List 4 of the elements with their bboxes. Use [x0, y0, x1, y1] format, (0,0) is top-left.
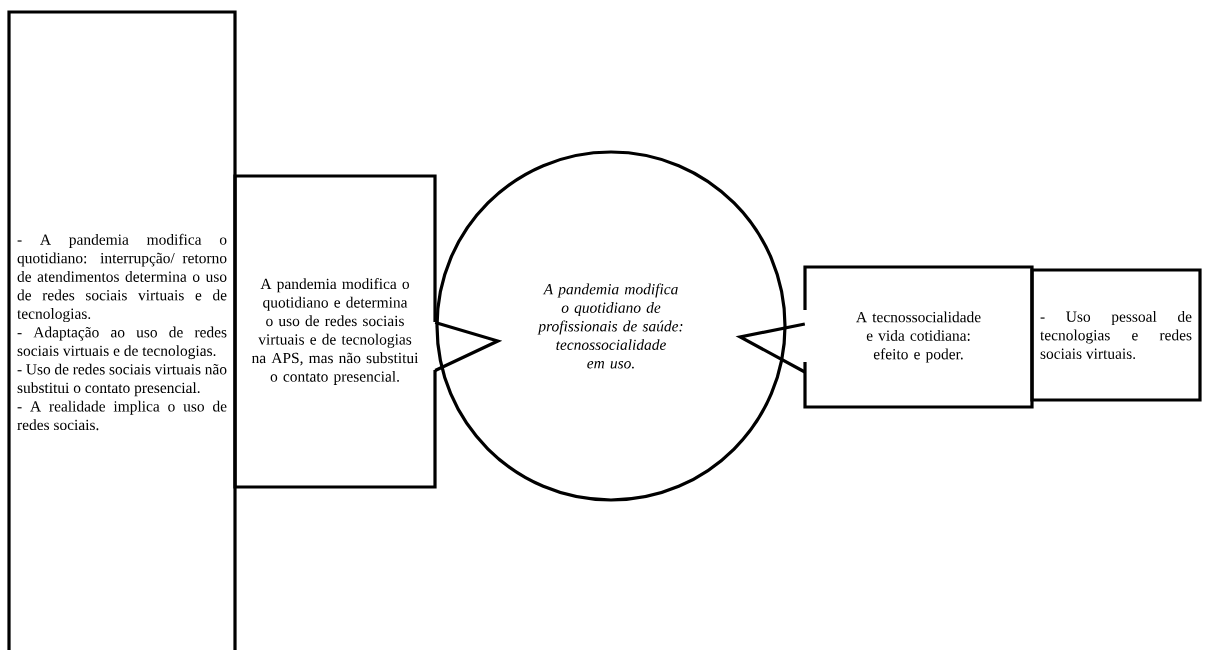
text-box: A tecnossocialidade e vida cotidiana: efeito e poder. — [803, 265, 1034, 409]
text-box: A pandemia modifica o quotidiano e determina o uso de redes sociais virtuais e de tecnologias na APS, mas não substitui o contato presencial. — [233, 174, 437, 489]
text-box: - Uso pessoal de tecnologias e redes sociais virtuais. — [1030, 268, 1202, 402]
text-box: - A pandemia modifica o quotidiano: interrupção/ retorno de atendimentos determina o uso de redes sociais virtuais e de tecnologias. - Adaptação ao uso de redes sociais virtuais e de tecnologias. - Uso de redes sociais virtuais não substitui o contato presencial. - A realidade implica o uso de redes sociais. — [7, 10, 237, 650]
